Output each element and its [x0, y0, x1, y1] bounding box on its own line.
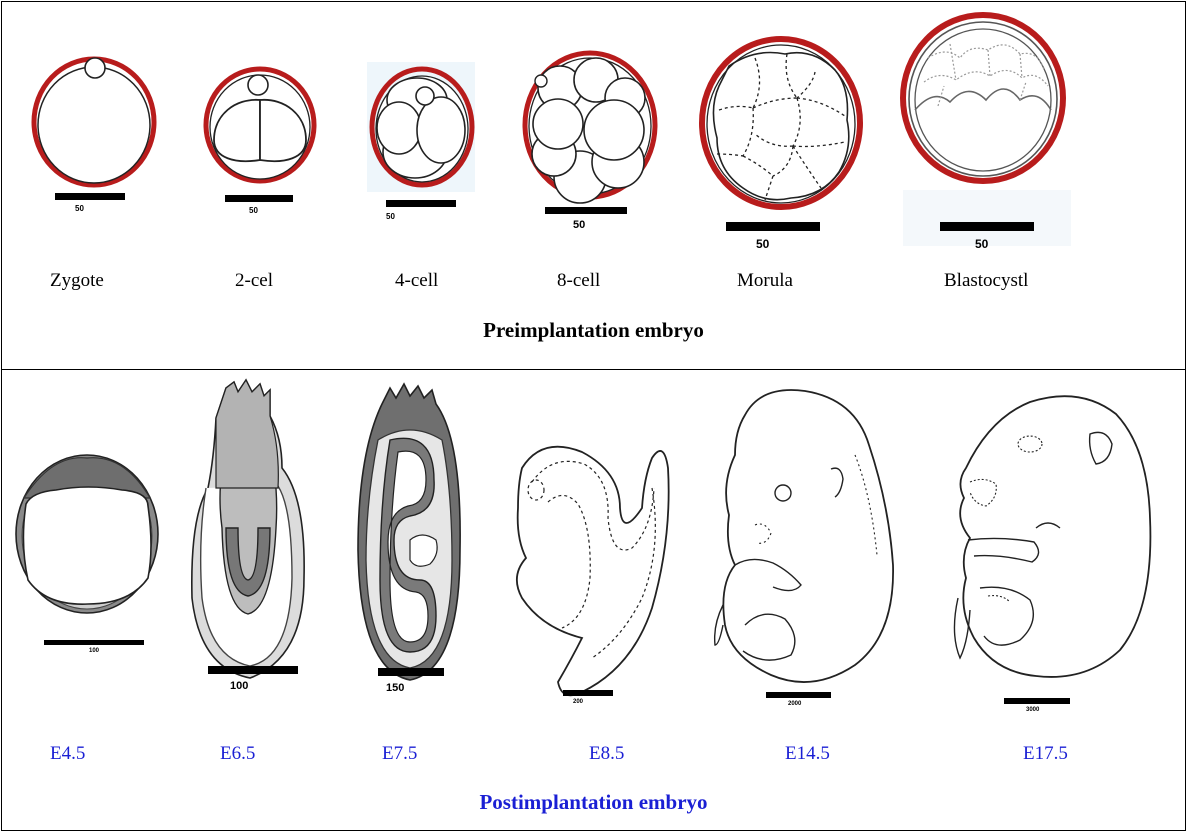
- stage-label-e8-5: E8.5: [589, 743, 624, 765]
- scale-bar-zygote: 50: [55, 193, 125, 213]
- scale-bar-e14-5: 2000: [766, 692, 831, 707]
- stage-label-eight-cell: 8-cell: [557, 270, 600, 292]
- scale-bar-blastocyst: 50: [903, 190, 1071, 246]
- scale-value: 50: [386, 212, 456, 221]
- stage-label-zygote: Zygote: [50, 270, 104, 292]
- zygote-drawing: [30, 50, 160, 190]
- morula-drawing: [695, 28, 870, 213]
- stage-label-e14-5: E14.5: [785, 743, 830, 765]
- scale-bar-e17-5: 3000: [1004, 698, 1070, 713]
- scale-bar-two-cell: 50: [225, 195, 293, 215]
- scale-value: 2000: [766, 701, 831, 707]
- stage-label-blastocyst: Blastocystl: [944, 270, 1028, 292]
- preimplantation-panel: 50 50 50 50 50 50 Zygote 2-cel 4-cell 8-…: [0, 0, 1187, 369]
- scale-bar-morula: 50: [726, 222, 820, 251]
- stage-label-e4-5: E4.5: [50, 743, 85, 765]
- e8-5-drawing: [502, 428, 682, 698]
- stage-label-morula: Morula: [737, 270, 793, 292]
- preimplantation-title: Preimplantation embryo: [0, 318, 1187, 343]
- scale-value: 200: [563, 699, 613, 705]
- e17-5-drawing: [940, 378, 1160, 688]
- e14-5-drawing: [705, 375, 905, 690]
- stage-label-four-cell: 4-cell: [395, 270, 438, 292]
- e4-5-drawing: [12, 448, 162, 618]
- scale-value: 3000: [1004, 707, 1070, 713]
- scale-value: 100: [208, 680, 298, 692]
- scale-bar-e4-5: 100: [44, 640, 144, 654]
- two-cell-drawing: [200, 60, 320, 185]
- scale-value: 150: [378, 682, 444, 694]
- scale-bar-e8-5: 200: [563, 690, 613, 705]
- scale-value: 50: [726, 237, 820, 251]
- blastocyst-drawing: [898, 10, 1068, 190]
- stage-label-e7-5: E7.5: [382, 743, 417, 765]
- stage-label-two-cell: 2-cel: [235, 270, 273, 292]
- scale-value: 50: [545, 219, 627, 231]
- four-cell-drawing: [367, 60, 477, 195]
- scale-bar-e6-5: 100: [208, 666, 298, 692]
- e7-5-drawing: [350, 380, 470, 700]
- eight-cell-drawing: [520, 42, 660, 202]
- scale-bar-e7-5: 150: [378, 668, 444, 694]
- postimplantation-panel: 100 100 150 200 2000 3000 E4.5 E6.5 E7.5…: [0, 370, 1187, 832]
- scale-value: 50: [225, 206, 293, 215]
- scale-value: 50: [903, 237, 1071, 251]
- scale-value: 50: [55, 204, 145, 213]
- scale-bar-eight-cell: 50: [545, 207, 627, 231]
- scale-value: 100: [44, 648, 144, 654]
- postimplantation-title: Postimplantation embryo: [0, 790, 1187, 815]
- e6-5-drawing: [186, 378, 311, 688]
- stage-label-e17-5: E17.5: [1023, 743, 1068, 765]
- stage-label-e6-5: E6.5: [220, 743, 255, 765]
- scale-bar-four-cell: 50: [386, 200, 456, 221]
